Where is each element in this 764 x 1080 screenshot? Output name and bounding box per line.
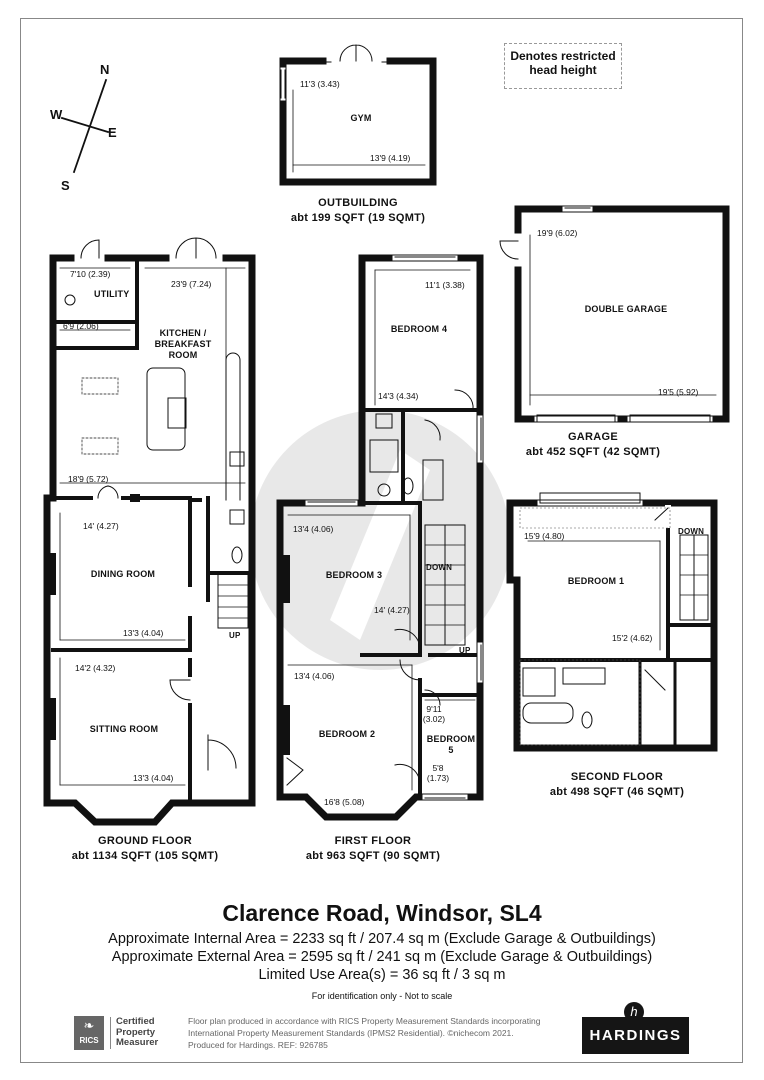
ground-floor-caption: GROUND FLOOR abt 1134 SQFT (105 SQMT): [72, 834, 219, 864]
bedroom-1-dim-1: 15'9 (4.80): [524, 531, 565, 541]
outbuilding-area: abt 199 SQFT (19 SQMT): [290, 212, 426, 224]
ground-floor-walls: [43, 237, 256, 826]
rics-line-3: Measurer: [116, 1037, 159, 1048]
dining-dim-1: 14' (4.27): [83, 521, 119, 531]
second-floor-caption: SECOND FLOOR abt 498 SQFT (46 SQMT): [550, 770, 684, 800]
garage-area: abt 452 SQFT (42 SQMT): [525, 446, 661, 458]
footnote-line-2: International Property Measurement Stand…: [188, 1028, 514, 1038]
bedroom-4-label: BEDROOM 4: [390, 324, 448, 334]
rics-line-2: Property: [116, 1026, 156, 1038]
utility-label: UTILITY: [94, 289, 130, 299]
compass-s-label: S: [61, 178, 70, 193]
rics-certification-badge: ❧ RICS Certified Property Measurer: [74, 1016, 182, 1050]
first-floor-area: abt 963 SQFT (90 SQMT): [305, 850, 441, 862]
garage-walls: [499, 205, 730, 423]
dining-dim-2: 13'3 (4.04): [123, 628, 164, 638]
kitchen-label-line-1: KITCHEN /: [159, 328, 207, 338]
ground-stairs-up-label: UP: [229, 631, 241, 640]
garage-title: GARAGE: [567, 431, 619, 443]
kitchen-label-line-2: BREAKFAST: [154, 339, 212, 349]
footnote-line-3: Produced for Hardings. REF: 926785: [188, 1040, 328, 1050]
external-area-text: Approximate External Area = 2595 sq ft /…: [111, 949, 653, 965]
page-frame: [20, 18, 743, 1063]
compass-e-label: E: [108, 125, 117, 140]
kitchen-dim-2: 18'9 (5.72): [68, 474, 109, 484]
bedroom-3-dim-2: 14' (4.27): [374, 605, 410, 615]
bedroom-5-label-line-1: BEDROOM: [426, 734, 476, 744]
garage-depth-dim: 19'9 (6.02): [537, 228, 578, 238]
ground-floor-area: abt 1134 SQFT (105 SQMT): [71, 850, 219, 862]
bedroom-5-dim-2-m: (1.73): [426, 773, 450, 783]
bedroom-5-dim-2-ft: 5'8: [432, 763, 444, 773]
sitting-room-label: SITTING ROOM: [89, 724, 159, 734]
hardings-logo: HARDINGS: [582, 1017, 689, 1054]
garage-caption: GARAGE abt 452 SQFT (42 SQMT): [526, 430, 660, 460]
bedroom-5-label: BEDROOM 5: [427, 734, 475, 756]
first-stairs-up-label: UP: [459, 646, 471, 655]
bedroom-5-label-line-2: 5: [448, 745, 454, 755]
outbuilding-title: OUTBUILDING: [318, 197, 398, 209]
bedroom-3-label: BEDROOM 3: [325, 570, 383, 580]
bedroom-1-label: BEDROOM 1: [567, 576, 625, 586]
utility-dim-2: 6'9 (2.06): [63, 321, 99, 331]
first-floor-caption: FIRST FLOOR abt 963 SQFT (90 SQMT): [306, 834, 440, 864]
first-floor-title: FIRST FLOOR: [334, 835, 412, 847]
double-garage-label: DOUBLE GARAGE: [584, 304, 668, 314]
rics-logo: ❧ RICS: [74, 1016, 104, 1050]
first-stairs-down-label: DOWN: [426, 563, 453, 572]
bedroom-4-dim-2: 14'3 (4.34): [378, 391, 419, 401]
sitting-dim-2: 13'3 (4.04): [133, 773, 174, 783]
footnote-line-1: Floor plan produced in accordance with R…: [188, 1016, 541, 1026]
utility-dim-1: 7'10 (2.39): [70, 269, 111, 279]
gym-width-dim: 11'3 (3.43): [300, 79, 340, 89]
compass-rose: [60, 78, 110, 174]
kitchen-dim-1: 23'9 (7.24): [171, 279, 212, 289]
first-floor-walls: [276, 254, 484, 821]
garage-width-dim: 19'5 (5.92): [658, 387, 699, 397]
restricted-height-zones: [519, 507, 671, 746]
measurement-footnote: Floor plan produced in accordance with R…: [188, 1015, 568, 1051]
second-floor-title: SECOND FLOOR: [570, 771, 664, 783]
kitchen-label-line-3: ROOM: [168, 350, 198, 360]
bedroom-4-dim-1: 11'1 (3.38): [425, 280, 465, 290]
watermark-logo: [250, 410, 510, 670]
second-stairs-down-label: DOWN: [678, 527, 705, 536]
rics-emblem-icon: ❧: [83, 1018, 95, 1033]
compass-n-label: N: [100, 62, 110, 77]
dining-room-label: DINING ROOM: [90, 569, 156, 579]
rics-badge-text: RICS: [79, 1036, 99, 1045]
disclaimer-text: For identification only - Not to scale: [311, 991, 453, 1001]
outbuilding-caption: OUTBUILDING abt 199 SQFT (19 SQMT): [291, 196, 425, 226]
bedroom-3-dim-1: 13'4 (4.06): [293, 524, 334, 534]
rics-certified-text: Certified Property Measurer: [110, 1016, 159, 1049]
bedroom-5-dim-1-ft: 9'11: [426, 704, 442, 714]
bedroom-2-label: BEDROOM 2: [318, 729, 376, 739]
bedroom-5-dim-2: 5'8 (1.73): [427, 763, 449, 783]
bedroom-5-dim-1: 9'11 (3.02): [423, 704, 445, 724]
rics-line-1: Certified: [116, 1016, 155, 1027]
bedroom-2-dim-1: 13'4 (4.06): [294, 671, 335, 681]
limited-use-area-text: Limited Use Area(s) = 36 sq ft / 3 sq m: [258, 967, 506, 983]
compass-w-label: W: [50, 107, 63, 122]
second-floor-area: abt 498 SQFT (46 SQMT): [549, 786, 685, 798]
ground-floor-title: GROUND FLOOR: [97, 835, 193, 847]
bedroom-2-dim-2: 16'8 (5.08): [324, 797, 365, 807]
legend-line-1: Denotes restricted: [510, 49, 616, 63]
outbuilding-walls: [279, 44, 437, 186]
kitchen-label: KITCHEN / BREAKFAST ROOM: [155, 328, 212, 361]
gym-label: GYM: [350, 113, 372, 123]
gym-length-dim: 13'9 (4.19): [370, 153, 411, 163]
sitting-dim-1: 14'2 (4.32): [75, 663, 116, 673]
bedroom-1-dim-2: 15'2 (4.62): [612, 633, 653, 643]
bedroom-5-dim-1-m: (3.02): [422, 714, 446, 724]
internal-area-text: Approximate Internal Area = 2233 sq ft /…: [108, 931, 656, 947]
legend-line-2: head height: [529, 63, 597, 77]
property-address: Clarence Road, Windsor, SL4: [222, 900, 542, 926]
restricted-height-legend: Denotes restricted head height: [504, 43, 622, 89]
